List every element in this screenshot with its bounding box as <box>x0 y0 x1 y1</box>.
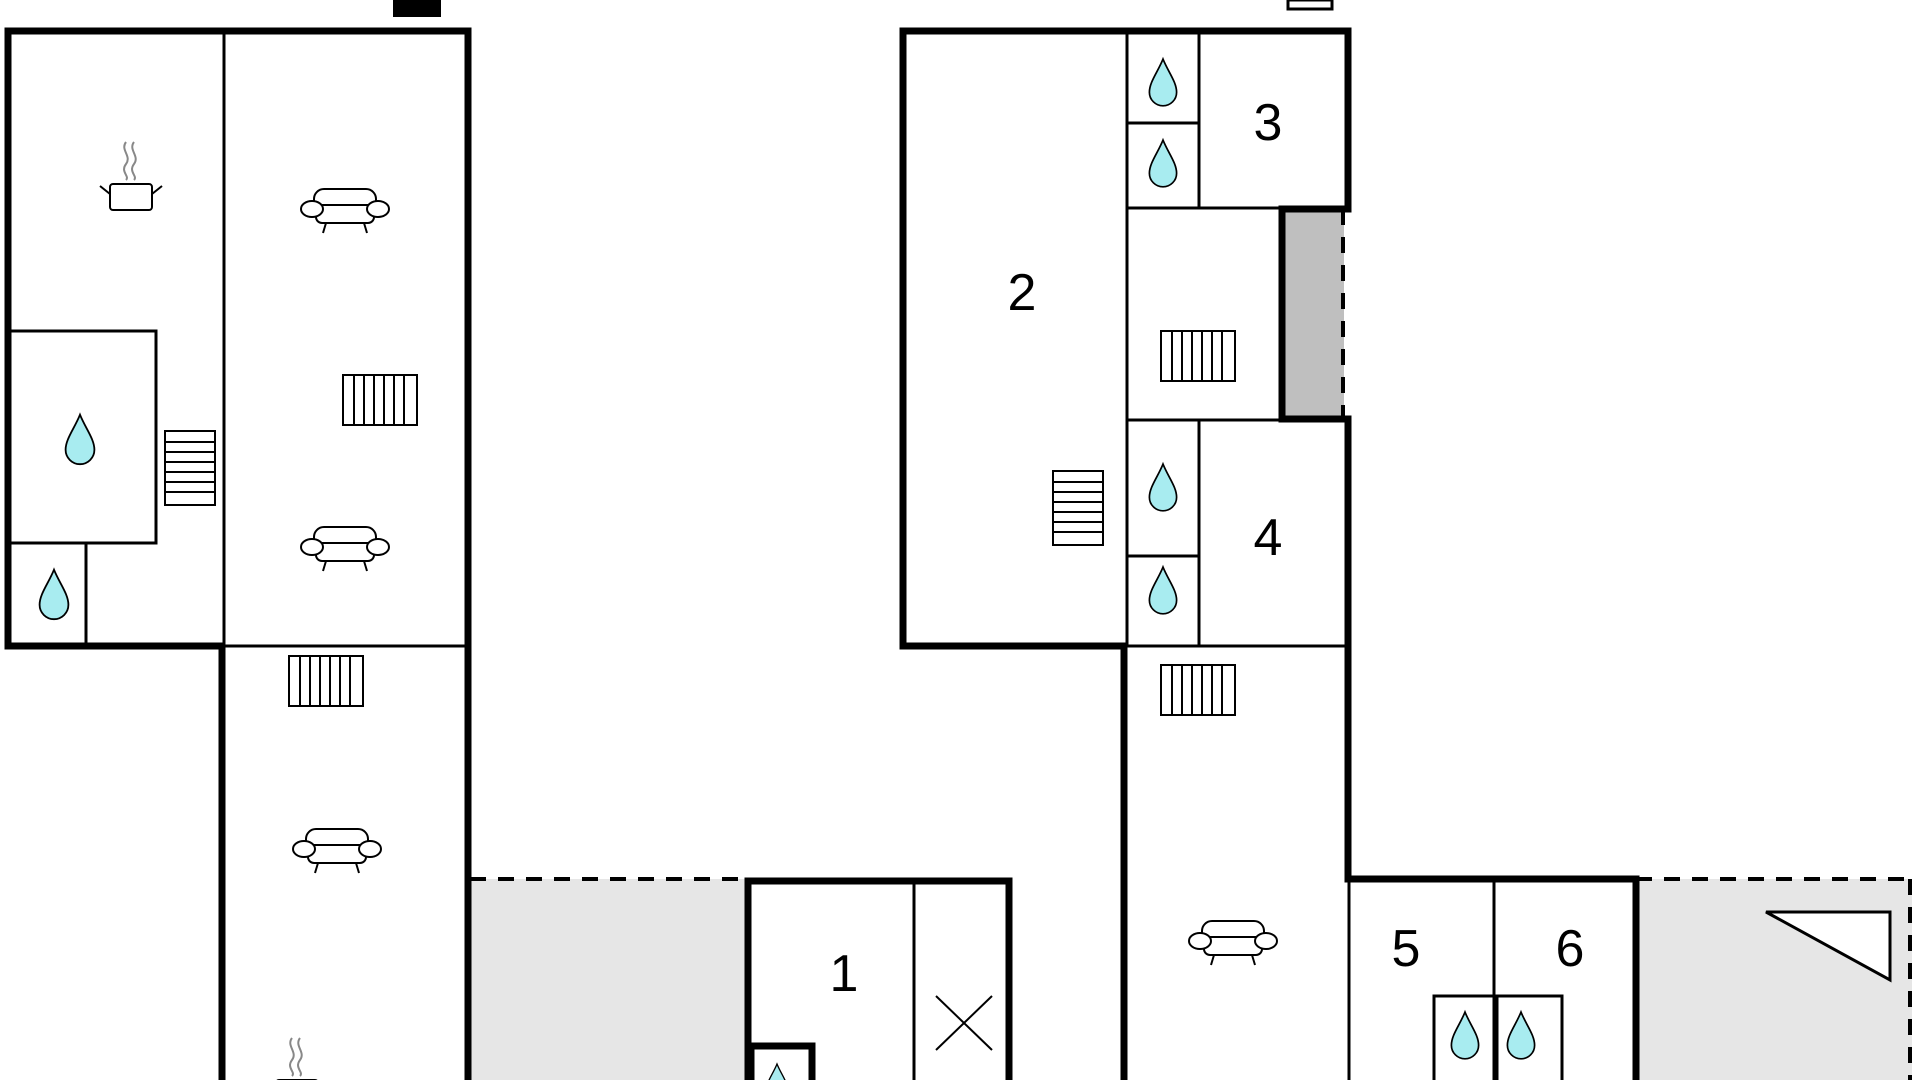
top-marker-right <box>1286 0 1334 11</box>
water-drop-icon <box>1148 139 1178 188</box>
sofa-icon <box>292 828 382 874</box>
water-drop-icon <box>1450 1011 1480 1060</box>
room-label-3: 3 <box>1254 94 1283 152</box>
radiator-icon <box>1160 664 1236 716</box>
left-building <box>4 27 472 1080</box>
top-marker-left <box>393 0 441 17</box>
terrace-right <box>1636 879 1912 1080</box>
room-label-5: 5 <box>1392 920 1421 978</box>
water-drop-icon <box>1148 463 1178 512</box>
radiator-icon <box>342 374 418 426</box>
radiator-icon <box>288 655 364 707</box>
room-label-4: 4 <box>1254 509 1283 567</box>
water-drop-icon <box>38 568 70 621</box>
water-drop-icon <box>1148 58 1178 107</box>
cooking-pot-icon <box>265 1037 329 1080</box>
room-label-1: 1 <box>830 945 859 1003</box>
room-label-6: 6 <box>1556 920 1585 978</box>
radiator-icon <box>164 430 216 506</box>
water-drop-icon <box>765 1063 789 1080</box>
radiator-icon <box>1160 330 1236 382</box>
cooking-pot-icon <box>99 141 163 211</box>
center-building <box>744 877 1013 1080</box>
cross-icon <box>935 995 993 1051</box>
terrace-left <box>470 879 748 1080</box>
sofa-icon <box>300 526 390 572</box>
water-drop-icon <box>1148 566 1178 615</box>
water-drop-icon <box>64 413 96 466</box>
sofa-icon <box>300 188 390 234</box>
room-label-2: 2 <box>1008 264 1037 322</box>
right-building <box>899 27 1640 1080</box>
water-drop-icon <box>1506 1011 1536 1060</box>
chimney-block <box>1280 209 1344 419</box>
radiator-icon <box>1052 470 1104 546</box>
entrance-arrow-icon <box>1765 910 1892 983</box>
sofa-icon <box>1188 920 1278 966</box>
